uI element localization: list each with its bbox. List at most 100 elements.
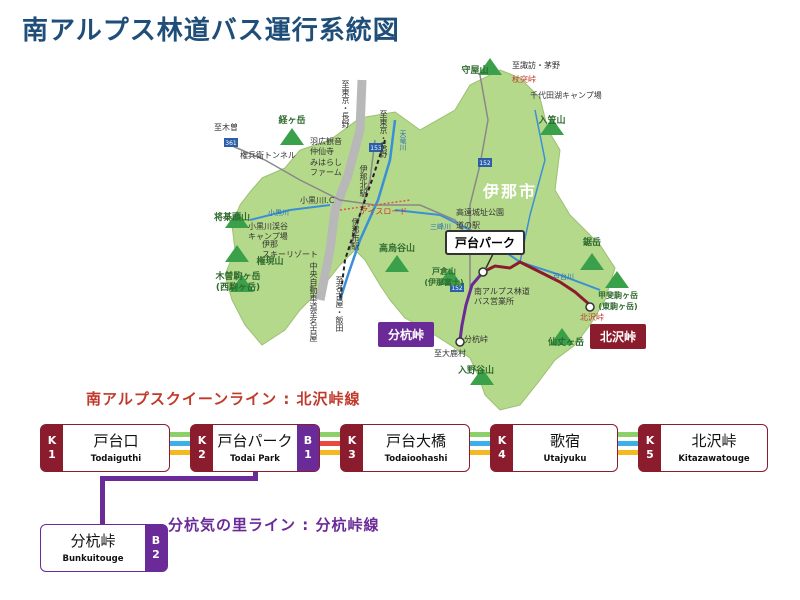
- page-title: 南アルプス林道バス運行系統図: [22, 16, 400, 46]
- bunkui-line-connector-v1: [253, 472, 258, 481]
- river-koguro: 小黒川: [268, 209, 289, 217]
- place-inashi-station: 伊那市駅: [351, 218, 360, 250]
- peak-gongen: 権現山: [256, 257, 284, 267]
- mountain-icon: [225, 245, 249, 262]
- place-suwa: 至諏訪・茅野: [512, 61, 560, 70]
- route-shield-152-north: 152: [478, 158, 492, 167]
- peak-takazuya: 高烏谷山: [378, 244, 416, 254]
- bunkui-line-title: 分杭気の里ライン : 分杭峠線: [168, 516, 380, 534]
- river-tenryu: 天竜川: [399, 130, 407, 151]
- place-expressway: 中央自動車道至名古屋: [309, 262, 318, 342]
- place-chusenji: 仲仙寺: [310, 147, 334, 156]
- place-oshika: 至大鹿村: [434, 349, 466, 358]
- mountain-icon: [225, 211, 249, 228]
- mountain-icon: [280, 128, 304, 145]
- peak-shogizuyama: 将棊頭山: [213, 213, 251, 223]
- station-romaji: Utajyuku: [543, 454, 587, 464]
- ina-city-area: [224, 69, 616, 411]
- place-ina-ski: 伊那 スキーリゾート: [262, 240, 318, 259]
- peak-senjo: 仙丈ヶ岳: [547, 338, 585, 348]
- station-name: 戸台口: [93, 432, 139, 450]
- place-inakita-station: 伊那北駅: [359, 165, 368, 197]
- station-name: 分杭峠: [70, 532, 116, 550]
- bus-route-bunkui: [458, 271, 485, 341]
- river-todai: 戸台川: [553, 273, 574, 281]
- mountain-icon: [605, 271, 629, 288]
- place-bunkui-small: 分杭峠: [464, 335, 488, 344]
- peak-kaikomagatake: 甲斐駒ヶ岳 (東駒ヶ岳): [598, 291, 638, 311]
- peak-irinoya: 入野谷山: [457, 366, 495, 376]
- line-connector: [618, 432, 638, 464]
- route-152-south-label: 152: [451, 285, 463, 292]
- mountain-icon: [540, 118, 564, 135]
- bunkui-marker: [455, 337, 465, 347]
- bunkui-line-connector-v2: [100, 476, 105, 524]
- place-miharashi: みはらし ファーム: [310, 158, 342, 177]
- river-mibu: 三峰川: [430, 223, 451, 231]
- tenryu-river: [338, 119, 397, 301]
- place-ice-road: アイスロード: [360, 207, 408, 216]
- bunkui-tag: 分杭峠: [378, 322, 435, 347]
- kitazawa-tag: 北沢峠: [590, 324, 647, 349]
- route-shield-153: 153: [369, 143, 383, 152]
- place-takato: 高遠城址公園: [456, 208, 504, 217]
- place-kitazawa-small: 北沢峠: [580, 313, 604, 322]
- place-tokyo-2: 至東京・長野: [379, 110, 388, 158]
- peak-nyukasa: 入笠山: [538, 116, 566, 126]
- place-koguro-ic: 小黒川I.C: [300, 196, 335, 205]
- route-shield-152-south: 152: [450, 283, 464, 292]
- route-shield-361-west: 361: [224, 138, 238, 147]
- station-name: 戸台大橋: [385, 432, 446, 450]
- station-romaji: Todaioohashi: [384, 454, 448, 464]
- peak-nokogiri: 鋸岳: [582, 238, 602, 248]
- mountain-icon: [438, 268, 462, 285]
- line-connector: [170, 432, 190, 464]
- place-michinoeki: 道の駅: [456, 221, 480, 230]
- place-tsuetsuki: 杖突峠: [512, 75, 536, 84]
- place-koguro-camp: 小黒川渓谷 キャンプ場: [248, 222, 288, 241]
- road-153: [349, 139, 376, 251]
- koguro-river: [249, 204, 331, 221]
- line-connector: [470, 432, 490, 464]
- kitazawa-line-title: 南アルプスクイーンライン : 北沢峠線: [86, 390, 361, 408]
- place-gonbei: 権兵衛トンネル: [240, 151, 296, 160]
- chuo-expressway: [315, 79, 367, 301]
- mountain-icon: [385, 255, 409, 272]
- bunkui-line-connector: [100, 476, 258, 481]
- station-romaji: Todaiguthi: [90, 454, 142, 464]
- station-name: 歌宿: [549, 432, 580, 450]
- line-connector: [320, 432, 340, 464]
- mountain-icon: [230, 275, 254, 292]
- place-bus-office: 南アルプス林道 バス営業所: [474, 287, 530, 306]
- bus-route-kitazawa: [482, 260, 591, 307]
- station-name: 北沢峠: [691, 432, 737, 450]
- place-habiro: 羽広観音: [310, 137, 342, 146]
- route-152-north-label: 152: [479, 160, 491, 167]
- place-chiyodako: 千代田湖キャンプ場: [530, 91, 602, 100]
- station-romaji: Todai Park: [230, 454, 280, 464]
- mountain-icon: [478, 58, 502, 75]
- city-label: 伊那市: [483, 182, 538, 201]
- kitazawa-marker: [585, 302, 595, 312]
- todai-park-marker: [478, 267, 488, 277]
- peak-kyogatake: 経ヶ岳: [278, 116, 306, 126]
- iida-line-railway: [339, 139, 386, 301]
- route-361-label: 361: [225, 140, 237, 147]
- peak-moriya: 守屋山: [461, 66, 489, 76]
- todai-park-callout: 戸台パーク: [445, 230, 526, 255]
- peak-kisokomagatake: 木曽駒ヶ岳 (西駒ヶ岳): [215, 272, 261, 293]
- place-iida: 至名古屋・飯田: [335, 276, 344, 332]
- station-romaji: Bunkuitouge: [62, 554, 124, 564]
